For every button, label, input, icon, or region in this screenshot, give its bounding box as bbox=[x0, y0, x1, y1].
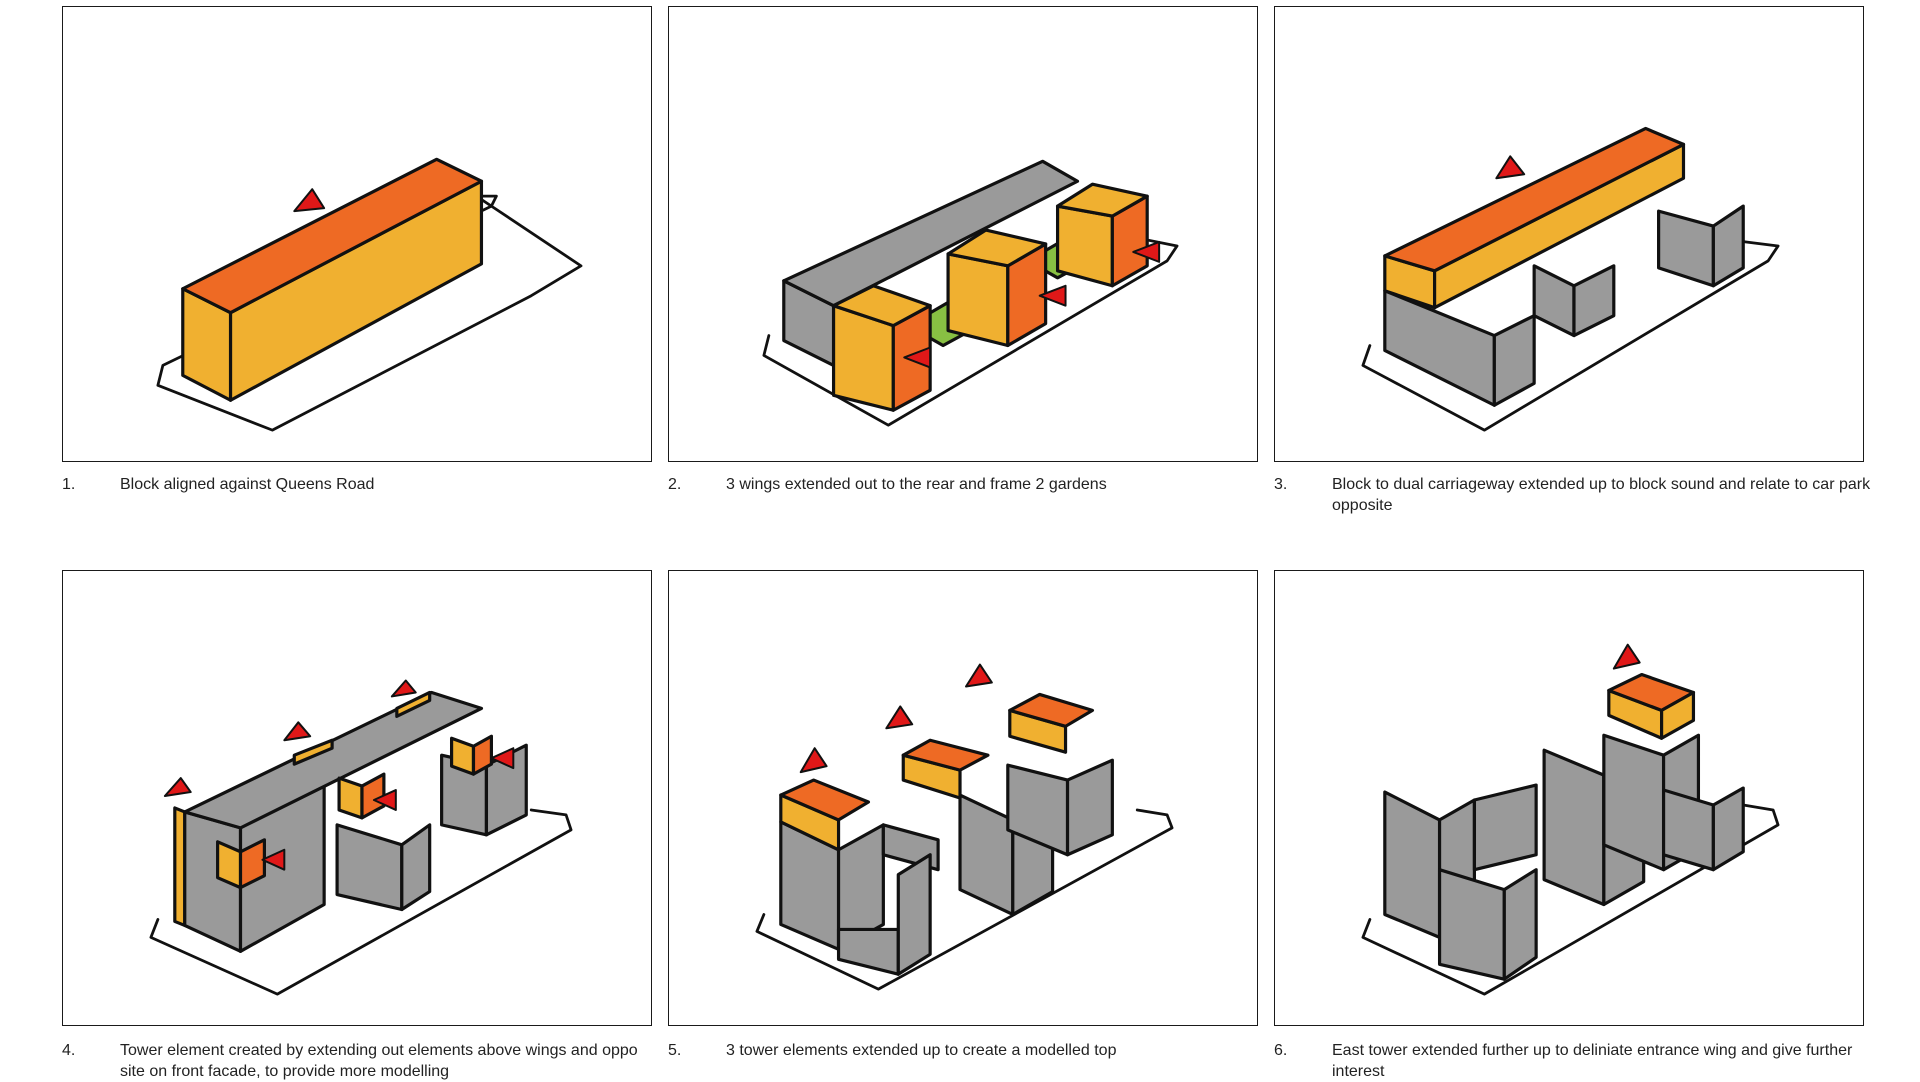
sketch-panel-4 bbox=[62, 570, 652, 1026]
view-marker-icon bbox=[163, 777, 192, 798]
massing-sketch-1 bbox=[156, 157, 583, 432]
massing-sketch-3 bbox=[1361, 126, 1780, 432]
sketch-panel-6 bbox=[1274, 570, 1864, 1026]
view-marker-icon bbox=[903, 346, 932, 369]
caption-text: Block aligned against Queens Road bbox=[120, 476, 375, 493]
caption-number: 4. bbox=[62, 1042, 76, 1059]
view-marker-icon bbox=[964, 663, 993, 688]
sketch-panel-2 bbox=[668, 6, 1258, 462]
caption-number: 5. bbox=[668, 1042, 682, 1059]
caption-text: 3 tower elements extended up to create a… bbox=[726, 1042, 1117, 1059]
caption-text: Tower element created by extending out e… bbox=[120, 1042, 638, 1080]
block-roof bbox=[181, 157, 484, 315]
caption-text: East tower extended further up to delini… bbox=[1332, 1042, 1853, 1080]
view-marker-icon bbox=[885, 705, 914, 730]
massing-sketch-5 bbox=[755, 663, 1174, 991]
massing-sketch-2 bbox=[762, 159, 1179, 427]
view-marker-icon bbox=[372, 789, 397, 811]
caption-text: Block to dual carriageway extended up to… bbox=[1332, 476, 1871, 514]
caption-number: 6. bbox=[1274, 1042, 1288, 1059]
massing-sketch-4 bbox=[149, 679, 573, 996]
view-marker-icon bbox=[1612, 643, 1641, 670]
view-marker-icon bbox=[1038, 284, 1067, 307]
caption-number: 1. bbox=[62, 476, 76, 493]
view-marker-icon bbox=[261, 848, 286, 871]
view-marker-icon bbox=[283, 721, 312, 742]
view-marker-icon bbox=[799, 747, 828, 774]
view-marker-icon bbox=[1132, 240, 1161, 263]
sketch-panel-5 bbox=[668, 570, 1258, 1026]
caption-text: 3 wings extended out to the rear and fra… bbox=[726, 476, 1107, 493]
massing-sketch-6 bbox=[1361, 643, 1780, 996]
sketch-panel-1 bbox=[62, 6, 652, 462]
view-marker-icon bbox=[1495, 155, 1526, 180]
view-marker-icon bbox=[490, 747, 515, 770]
sketch-panel-3 bbox=[1274, 6, 1864, 462]
caption-number: 3. bbox=[1274, 476, 1288, 493]
view-marker-icon bbox=[293, 188, 326, 213]
caption-number: 2. bbox=[668, 476, 682, 493]
view-marker-icon bbox=[390, 679, 417, 698]
